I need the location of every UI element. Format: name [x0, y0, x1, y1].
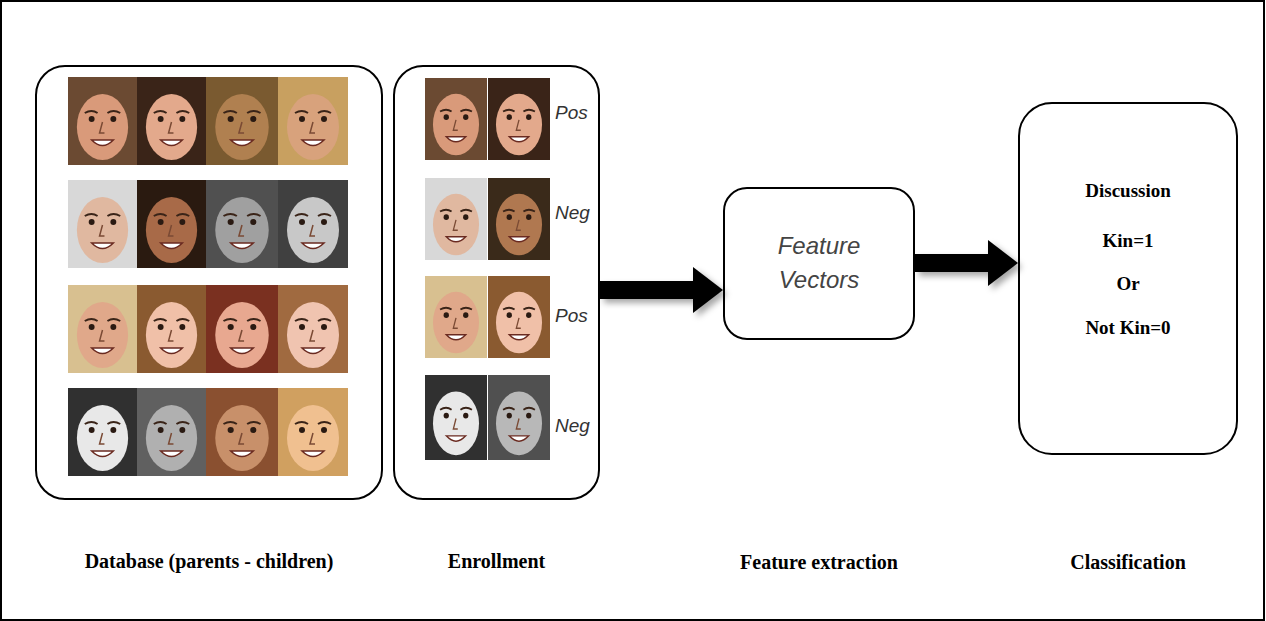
result-line: Kin=1 — [1020, 230, 1236, 252]
face-photo — [425, 178, 487, 260]
pair-label: Pos — [555, 102, 588, 124]
face-photo — [488, 375, 550, 460]
result-line: Not Kin=0 — [1020, 317, 1236, 339]
face-photo — [278, 77, 348, 165]
flow-arrow — [600, 281, 703, 299]
stage-caption: Enrollment — [448, 550, 545, 573]
flow-arrow — [915, 254, 998, 272]
face-photo — [68, 285, 137, 373]
face-photo — [68, 77, 137, 165]
face-photo — [206, 180, 278, 268]
stage-caption: Database (parents - children) — [85, 550, 334, 573]
face-photo — [488, 178, 550, 260]
face-photo — [137, 285, 206, 373]
face-photo — [278, 285, 348, 373]
pair-label: Neg — [555, 202, 590, 224]
box-label: Feature Vectors — [759, 229, 879, 299]
face-photo — [137, 388, 206, 476]
face-photo — [137, 180, 206, 268]
classification-box: DiscussionKin=1OrNot Kin=0Classification — [1018, 102, 1238, 455]
face-photo — [68, 180, 137, 268]
face-photo — [68, 388, 137, 476]
face-photo — [425, 276, 487, 358]
face-photo — [425, 375, 487, 460]
result-line: Or — [1020, 273, 1236, 295]
result-line: Discussion — [1020, 180, 1236, 202]
face-photo — [488, 78, 550, 160]
pair-label: Neg — [555, 415, 590, 437]
pair-label: Pos — [555, 305, 588, 327]
face-photo — [278, 180, 348, 268]
enrollment-box: PosNegPosNegEnrollment — [393, 65, 600, 500]
face-photo — [137, 77, 206, 165]
database-box: Database (parents - children) — [35, 65, 383, 500]
face-photo — [278, 388, 348, 476]
stage-caption: Classification — [1070, 551, 1186, 574]
face-photo — [206, 388, 278, 476]
face-photo — [206, 77, 278, 165]
face-photo — [425, 78, 487, 160]
face-photo — [206, 285, 278, 373]
feature-box: Feature VectorsFeature extraction — [723, 187, 915, 340]
face-photo — [488, 276, 550, 358]
stage-caption: Feature extraction — [740, 551, 898, 574]
